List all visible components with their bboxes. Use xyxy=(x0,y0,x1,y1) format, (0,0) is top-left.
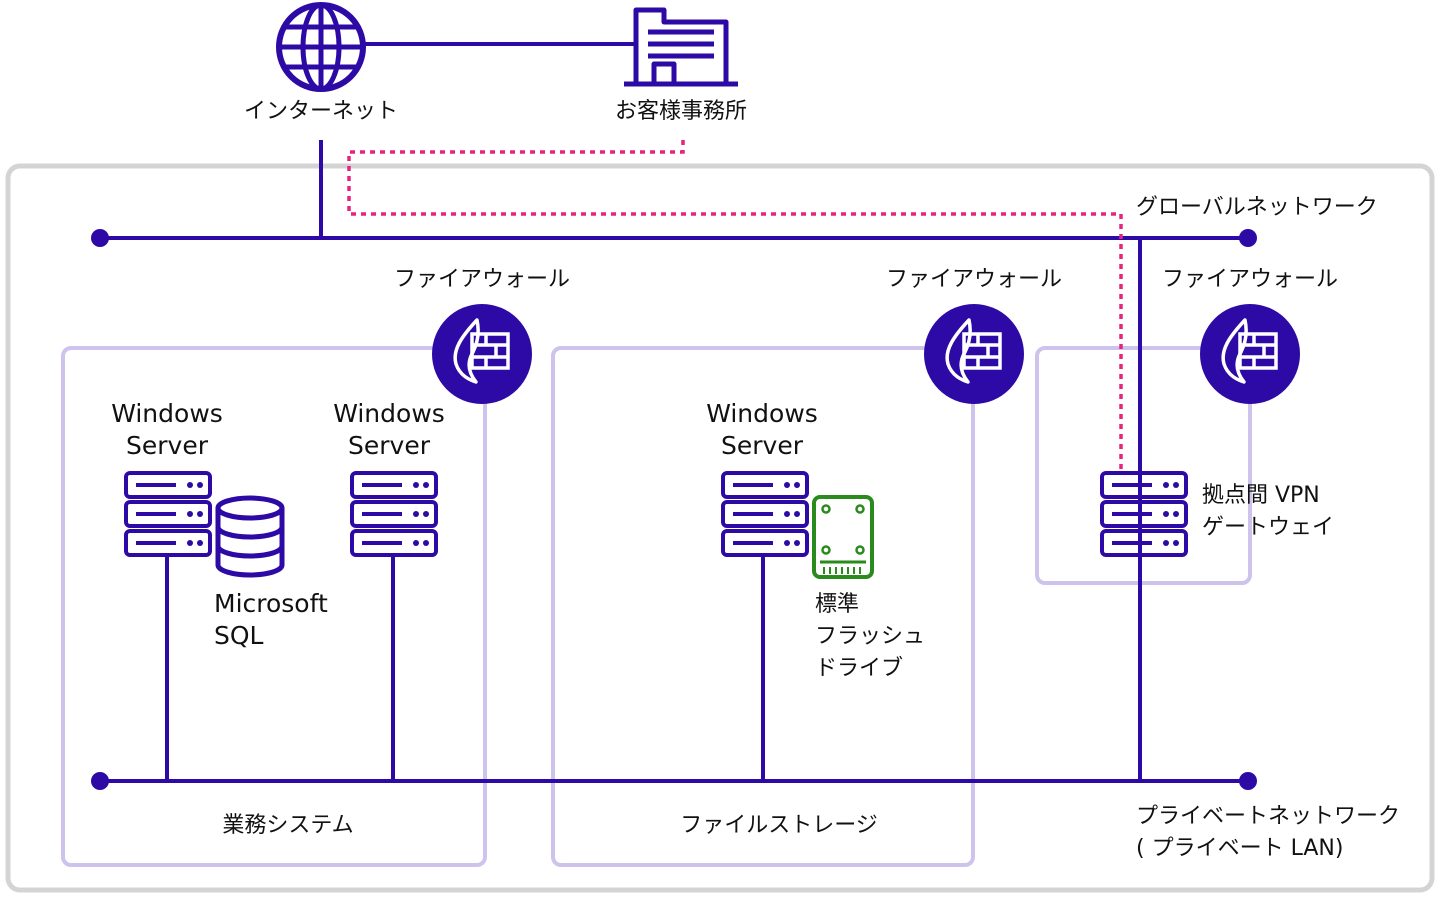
office-label: お客様事務所 xyxy=(614,99,748,124)
firewall-icon-storage xyxy=(922,302,1026,406)
server-label-line1: Windows xyxy=(333,399,445,428)
vpn-gateway-label-line1: 拠点間 VPN xyxy=(1202,483,1320,508)
zone-title-storage: ファイルストレージ xyxy=(680,813,878,838)
database-label-line1: Microsoft xyxy=(214,589,328,618)
server-icon-business-2 xyxy=(350,471,438,557)
server-label-business-1: Windows Server xyxy=(111,398,223,462)
zone-title-business: 業務システム xyxy=(222,813,354,838)
firewall-label-storage: ファイアウォール xyxy=(885,267,1063,292)
firewall-icon-business xyxy=(430,302,534,406)
private-network-endpoint-right xyxy=(1239,772,1257,790)
flash-drive-icon xyxy=(812,495,874,579)
outer-frame xyxy=(5,163,1435,893)
server-label-storage: Windows Server xyxy=(706,398,818,462)
database-icon xyxy=(215,495,285,578)
server-label-line1: Windows xyxy=(706,399,818,428)
zone-business xyxy=(61,346,487,867)
server-label-line2: Server xyxy=(348,431,430,460)
vpn-gateway-label-line2: ゲートウェイ xyxy=(1202,515,1335,540)
private-network-endpoint-left xyxy=(91,772,109,790)
server-icon-business-1 xyxy=(124,471,212,557)
private-network-label-line1: プライベートネットワーク xyxy=(1136,804,1401,829)
private-network-label: プライベートネットワーク ( プライベート LAN) xyxy=(1136,801,1400,865)
server-icon-vpn-gateway xyxy=(1100,471,1188,557)
global-network-label: グローバルネットワーク xyxy=(1136,195,1378,220)
firewall-label-vpn: ファイアウォール xyxy=(1161,267,1339,292)
vpn-dotted-path xyxy=(347,140,1123,470)
server-label-line2: Server xyxy=(126,431,208,460)
firewall-icon-vpn xyxy=(1198,302,1302,406)
firewall-label-business: ファイアウォール xyxy=(393,267,571,292)
server-label-business-2: Windows Server xyxy=(333,398,445,462)
flash-drive-label-line3: ドライブ xyxy=(815,656,904,681)
zone-vpn xyxy=(1035,346,1252,585)
server-icon-storage xyxy=(721,471,809,557)
vpn-gateway-label: 拠点間 VPN ゲートウェイ xyxy=(1202,480,1334,544)
database-label-line2: SQL xyxy=(214,621,264,650)
flash-drive-label: 標準 フラッシュ ドライブ xyxy=(815,589,925,685)
database-label: Microsoft SQL xyxy=(214,588,328,652)
private-network-label-line2: ( プライベート LAN) xyxy=(1136,836,1344,861)
flash-drive-label-line2: フラッシュ xyxy=(815,624,926,649)
zone-storage xyxy=(551,346,975,867)
global-network-endpoint-right xyxy=(1239,229,1257,247)
globe-icon xyxy=(276,2,366,92)
flash-drive-label-line1: 標準 xyxy=(815,592,860,617)
building-icon xyxy=(624,7,738,87)
server-label-line1: Windows xyxy=(111,399,223,428)
server-label-line2: Server xyxy=(721,431,803,460)
internet-label: インターネット xyxy=(243,99,399,124)
global-network-endpoint-left xyxy=(91,229,109,247)
